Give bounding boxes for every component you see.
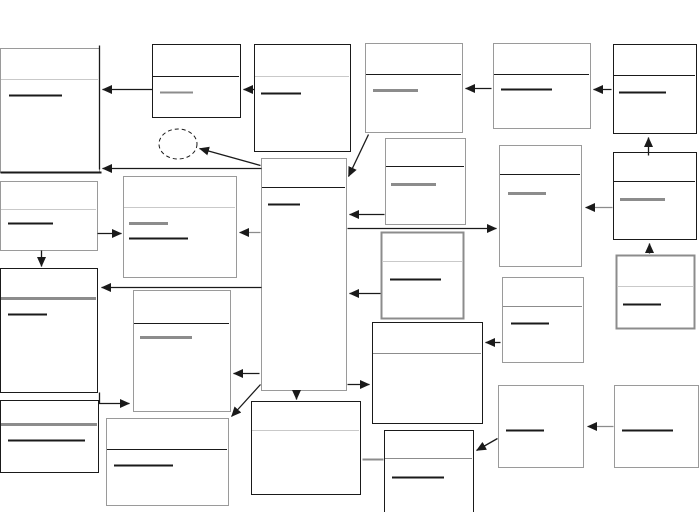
entity-top-left[interactable] [0, 48, 100, 173]
entity-mid-left-b[interactable] [0, 268, 98, 393]
entity-top-5[interactable] [493, 43, 591, 129]
entity-mid-d[interactable] [133, 290, 231, 412]
entity-top-6[interactable] [613, 44, 697, 134]
entity-right-q[interactable] [613, 152, 697, 240]
entity-bottom-h[interactable] [614, 385, 699, 468]
entity-top-3[interactable] [254, 44, 351, 152]
entity-center-tall[interactable] [261, 158, 347, 391]
arrow-top4-to-tall-diag[interactable] [347, 134, 370, 177]
entity-top-2[interactable] [152, 44, 241, 118]
entity-right-o[interactable] [499, 145, 582, 267]
entity-mid-left-a[interactable] [0, 181, 98, 251]
entity-right-r[interactable] [615, 254, 696, 330]
entity-mid-e[interactable] [372, 322, 483, 424]
entity-bottom-t[interactable] [106, 418, 229, 506]
entity-mid-n[interactable] [380, 231, 465, 320]
entity-mid-m[interactable] [385, 138, 466, 225]
arrow-tall-to-bottomt[interactable] [231, 384, 261, 417]
arrow-bottomg-to-bottomf[interactable] [476, 437, 498, 452]
arrow-tall-to-ellipse[interactable] [199, 146, 261, 167]
entity-bottom-center[interactable] [251, 401, 361, 495]
entity-top-4[interactable] [365, 43, 463, 133]
entity-right-p[interactable] [502, 277, 584, 363]
entity-bottom-left[interactable] [0, 400, 99, 473]
entity-bottom-f[interactable] [384, 430, 474, 512]
dashed-ellipse[interactable] [158, 128, 198, 160]
entity-bottom-g[interactable] [498, 385, 584, 468]
entity-two-fields[interactable] [123, 176, 237, 278]
